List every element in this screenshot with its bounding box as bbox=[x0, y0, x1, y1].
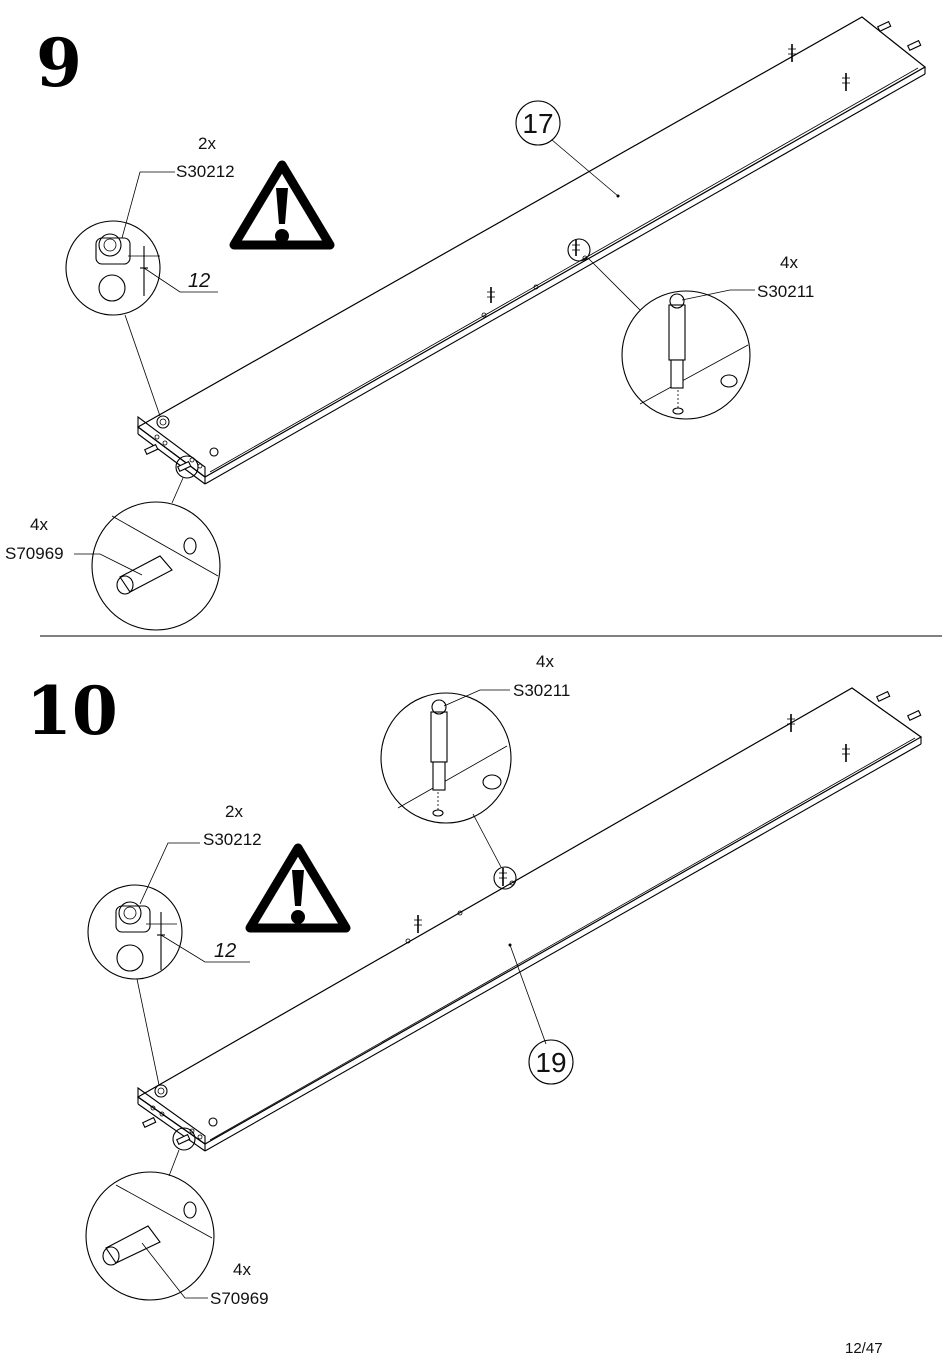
bolt-marker bbox=[788, 44, 796, 62]
bolt-marker bbox=[487, 287, 495, 303]
dowel-qty: 4x bbox=[233, 1260, 251, 1279]
connector-bolt-qty: 4x bbox=[780, 253, 798, 272]
dowel-callout: 4x S70969 bbox=[85, 1127, 269, 1308]
panel-board bbox=[136, 16, 927, 485]
warning-icon bbox=[229, 160, 335, 250]
dowel-marker bbox=[175, 1133, 191, 1145]
bolt-marker bbox=[842, 73, 850, 91]
bolt-marker bbox=[499, 868, 507, 886]
part-number: 19 bbox=[535, 1047, 566, 1078]
dowel-marker bbox=[176, 460, 192, 472]
part-number: 17 bbox=[522, 108, 553, 139]
cam-lock-qty: 2x bbox=[225, 802, 243, 821]
step-number: 10 bbox=[26, 672, 118, 750]
warning-icon bbox=[245, 843, 351, 933]
dowel-marker bbox=[141, 1116, 157, 1128]
bolt-marker bbox=[842, 744, 850, 762]
cam-lock-callout: 12 2x S30212 bbox=[87, 802, 262, 1086]
dowel-marker bbox=[906, 39, 922, 51]
connector-bolt-qty: 4x bbox=[536, 652, 554, 671]
cam-lock-code: S30212 bbox=[176, 162, 235, 181]
connector-bolt-callout: 4x S30211 bbox=[380, 652, 570, 890]
drill-depth-label: 12 bbox=[214, 940, 236, 962]
cam-lock-qty: 2x bbox=[198, 134, 216, 153]
dowel-qty: 4x bbox=[30, 515, 48, 534]
bolt-marker bbox=[787, 714, 795, 732]
step-9: 9 bbox=[5, 16, 927, 631]
dowel-marker bbox=[143, 443, 159, 455]
dowel-code: S70969 bbox=[210, 1289, 269, 1308]
drill-depth-label: 12 bbox=[188, 270, 210, 292]
dowel-marker bbox=[875, 690, 891, 702]
dowel-callout: 4x S70969 bbox=[5, 455, 221, 631]
part-number-badge: 19 bbox=[528, 1039, 574, 1085]
page-number: 12/47 bbox=[845, 1340, 883, 1355]
step-10: 10 bbox=[26, 652, 923, 1308]
connector-bolt-code: S30211 bbox=[513, 681, 570, 700]
cam-lock-callout: 12 2x S30212 bbox=[65, 134, 235, 417]
bolt-marker bbox=[572, 240, 580, 256]
step-number: 9 bbox=[36, 24, 82, 102]
connector-bolt-code: S30211 bbox=[757, 282, 814, 301]
part-number-badge: 17 bbox=[515, 100, 561, 146]
connector-bolt-callout: 4x S30211 bbox=[567, 238, 814, 420]
dowel-code: S70969 bbox=[5, 544, 64, 563]
cam-lock-code: S30212 bbox=[203, 830, 262, 849]
dowel-marker bbox=[876, 20, 892, 32]
bolt-marker bbox=[414, 915, 422, 933]
dowel-marker bbox=[906, 709, 922, 721]
